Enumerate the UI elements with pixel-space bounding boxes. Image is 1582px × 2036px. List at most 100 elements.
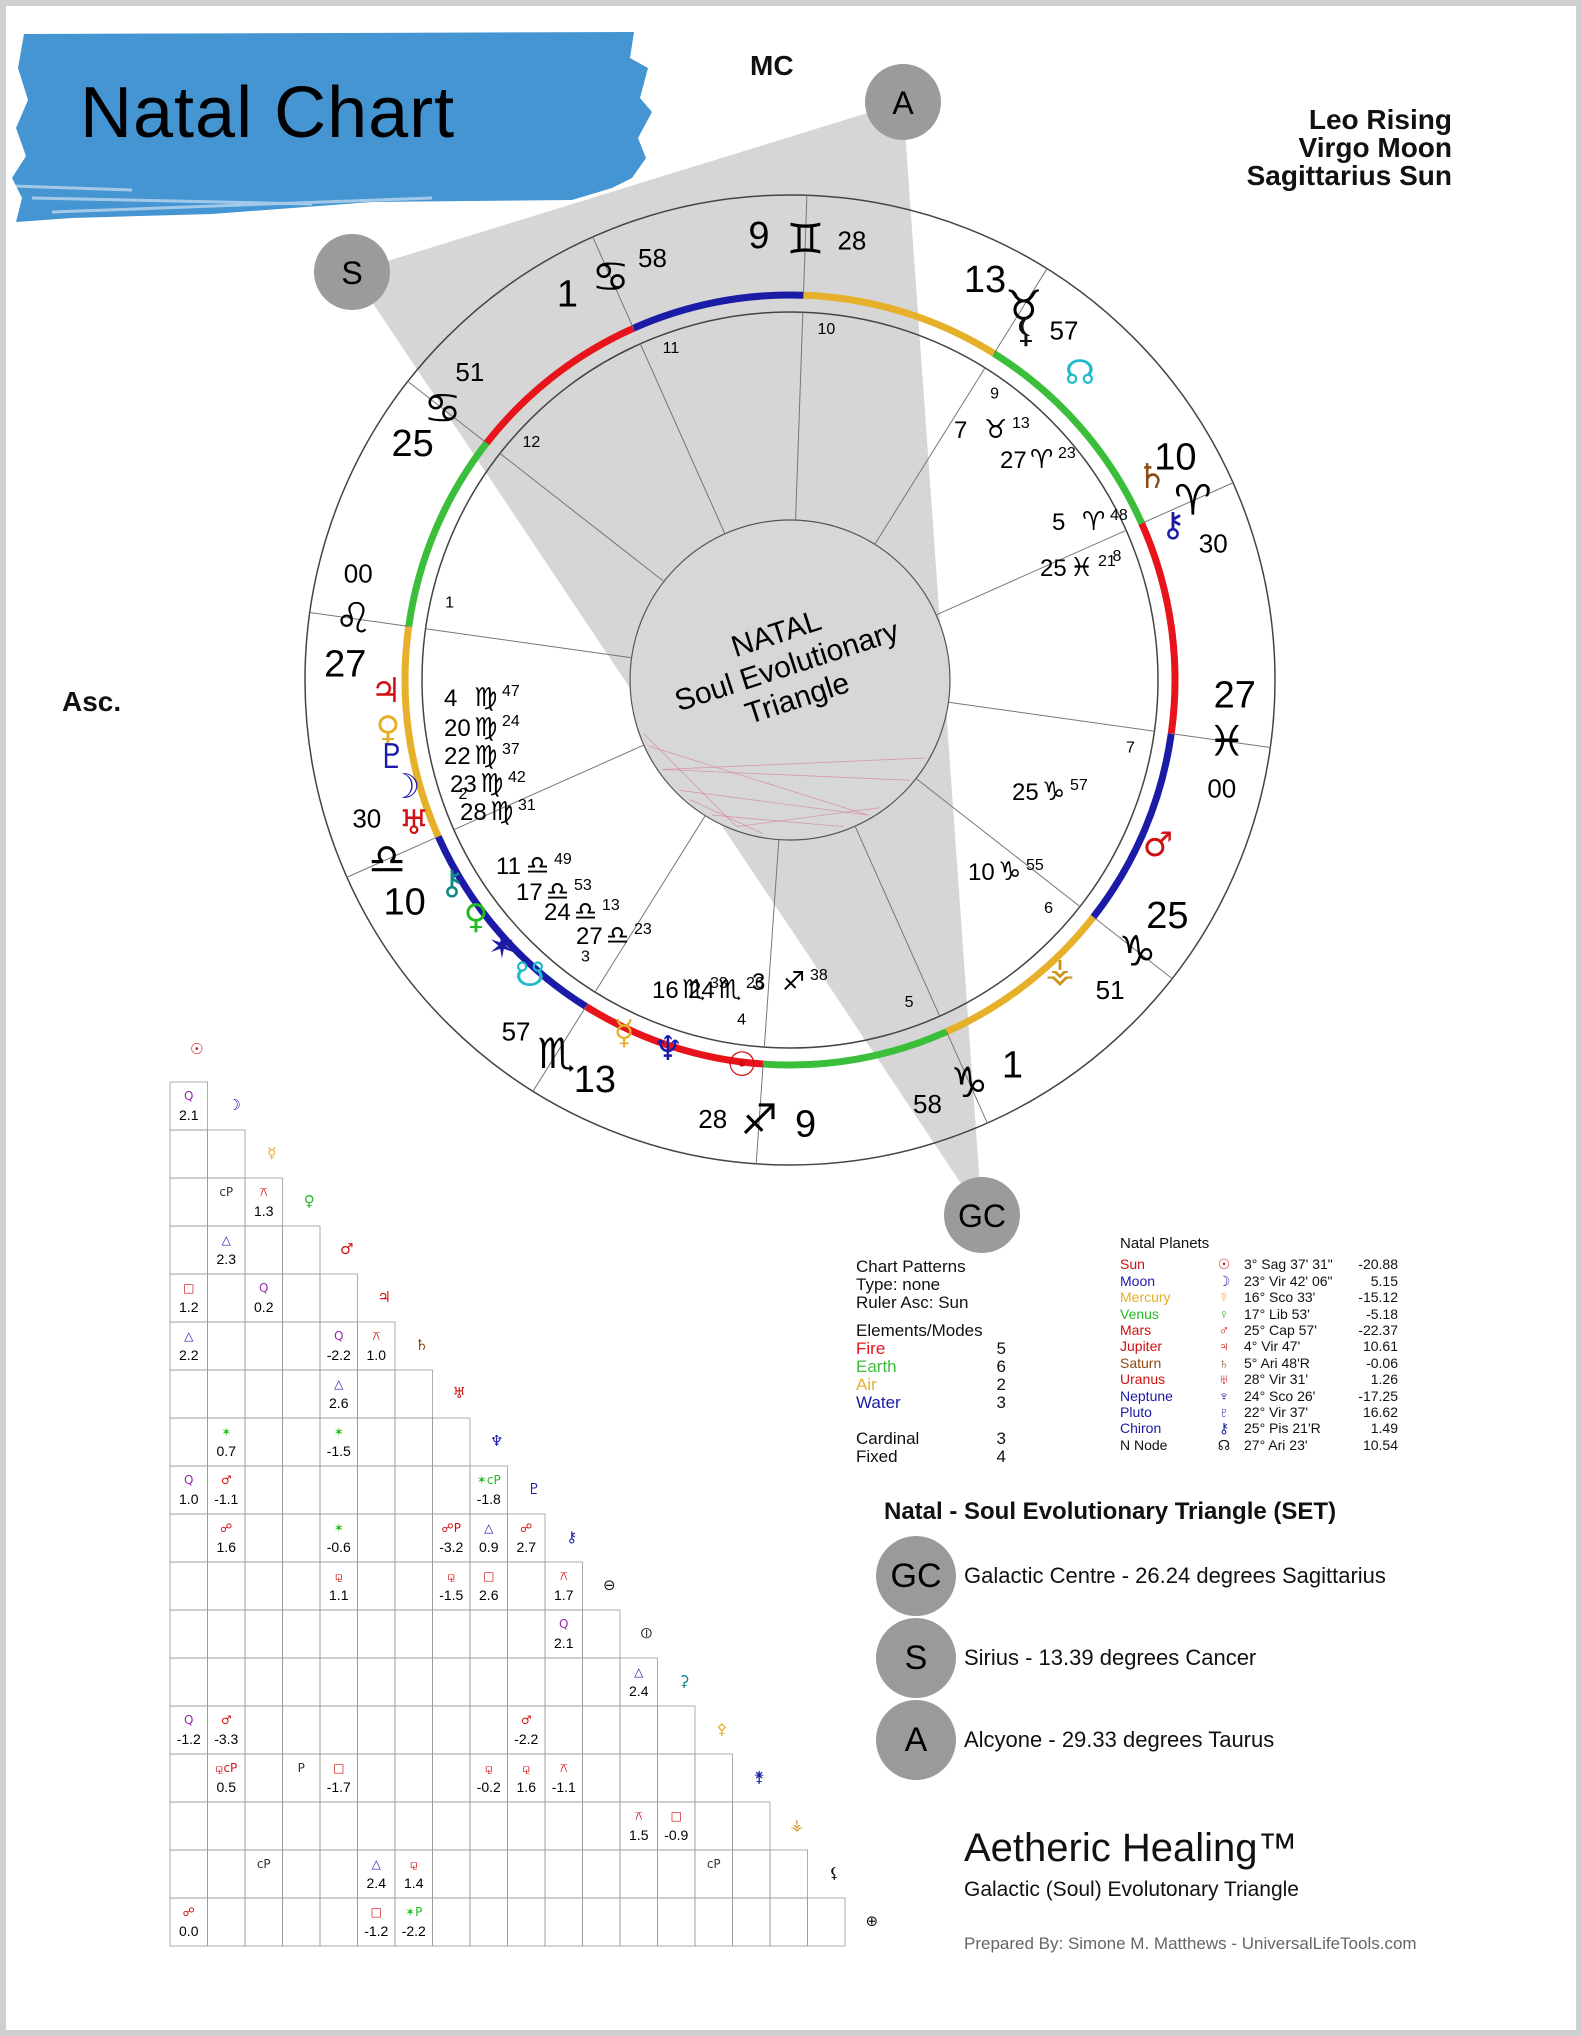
grid-aspect-symbol: ☍ <box>520 1521 532 1535</box>
sign-rim-arc <box>992 350 1145 525</box>
element-count: 2 <box>996 1375 1006 1394</box>
house-cusp-line <box>915 778 1081 907</box>
house-cusp-line <box>874 367 986 545</box>
grid-axis-glyph: ♆ <box>490 1432 503 1450</box>
grid-aspect-orb: 1.6 <box>517 1779 537 1795</box>
grid-cell <box>207 1561 246 1611</box>
grid-aspect-symbol: Q <box>184 1473 193 1487</box>
grid-cell <box>694 1753 733 1803</box>
cusp-sign-glyph: ♎ <box>368 834 406 883</box>
planets-heading: Natal Planets <box>1120 1235 1210 1252</box>
sign-rim-arc <box>803 291 996 357</box>
planet-degree: 3 <box>752 969 765 996</box>
grid-axis-glyph: ♀ <box>304 1192 315 1210</box>
cusp-tick <box>346 836 439 878</box>
planet-minutes: 13 <box>1012 415 1030 432</box>
page-title: Natal Chart <box>80 73 456 153</box>
set-marker-label: GC <box>958 1198 1006 1234</box>
planet-icon: ☉ <box>1217 1256 1231 1273</box>
planet-name: Venus <box>1120 1305 1159 1322</box>
planet-degree: 22 <box>444 743 471 770</box>
grid-aspect-symbol: ⚼cP <box>215 1761 237 1775</box>
planet-glyph: ♇ <box>377 737 407 777</box>
planet-name: Chiron <box>1120 1420 1162 1437</box>
grid-axis-glyph: ⚴ <box>716 1720 727 1738</box>
cusp-sign-glyph: ♑ <box>951 1058 989 1107</box>
grid-cell <box>282 1657 321 1707</box>
set-marker <box>944 1177 1020 1253</box>
house-cusp-line <box>763 839 780 1048</box>
planet-glyph: ⚷ <box>1161 505 1186 545</box>
grid-cell <box>244 1657 283 1707</box>
grid-aspect-symbol: □ <box>183 1281 194 1295</box>
cusp-sign-glyph: ♐ <box>740 1095 778 1144</box>
grid-aspect-orb: -1.1 <box>552 1779 576 1795</box>
planet-icon: ♄ <box>1218 1354 1230 1371</box>
grid-aspect-orb: -1.1 <box>214 1491 238 1507</box>
grid-aspect-orb: -1.5 <box>327 1443 351 1459</box>
cusp-sign-glyph: ♏ <box>537 1029 575 1078</box>
grid-cell <box>394 1561 433 1611</box>
planet-name: Jupiter <box>1120 1338 1163 1355</box>
grid-aspect-symbol: △ <box>184 1329 194 1343</box>
grid-aspect-orb: 1.2 <box>179 1299 199 1315</box>
grid-aspect-symbol: △ <box>222 1233 232 1247</box>
planet-icon: ♅ <box>1218 1371 1230 1388</box>
grid-aspect-symbol: ⚻ <box>372 1329 380 1343</box>
grid-aspect-symbol: △ <box>634 1665 644 1679</box>
grid-cell <box>357 1801 396 1851</box>
planet-sign: ♍ <box>474 713 497 743</box>
grid-cell <box>319 1609 358 1659</box>
grid-cell <box>319 1801 358 1851</box>
planet-position: 16° Sco 33' <box>1244 1289 1316 1306</box>
cardinal-count: 3 <box>996 1429 1006 1448</box>
planet-value: 1.26 <box>1370 1371 1398 1388</box>
cusp-degree: 27 <box>324 643 366 685</box>
grid-axis-glyph: ☿ <box>267 1144 276 1162</box>
grid-cell <box>169 1657 208 1707</box>
grid-cell <box>282 1561 321 1611</box>
grid-axis-glyph: ⊖ <box>603 1576 616 1594</box>
set-title: Natal - Soul Evolutionary Triangle (SET) <box>884 1498 1337 1525</box>
planet-degree: 7 <box>954 417 967 444</box>
planet-value: -15.12 <box>1358 1289 1398 1306</box>
element-count: 3 <box>996 1393 1006 1412</box>
planet-row: Neptune♆24° Sco 26'-17.25 <box>1120 1388 1398 1404</box>
cusp-minutes: 30 <box>352 804 381 834</box>
cusp-minutes: 57 <box>1050 315 1079 345</box>
grid-aspect-symbol: ✶cP <box>477 1473 501 1487</box>
set-marker <box>314 234 390 310</box>
grid-cell <box>582 1897 621 1947</box>
planet-sign: ♈ <box>1082 507 1105 537</box>
sign-rim-arc <box>584 1003 764 1068</box>
planet-glyph: ♆ <box>653 1029 683 1069</box>
grid-axis-glyph: ☉ <box>190 1040 203 1058</box>
grid-axis-glyph: ⚶ <box>790 1816 803 1834</box>
grid-cell <box>169 1225 208 1275</box>
planet-glyph: ⚷ <box>440 863 465 903</box>
grid-aspect-orb: 0.0 <box>179 1923 199 1939</box>
planet-glyph: ♄ <box>1137 457 1167 497</box>
element-count: 5 <box>996 1339 1006 1358</box>
planet-minutes: 42 <box>508 769 526 786</box>
cusp-minutes: 51 <box>1096 975 1125 1005</box>
planet-glyph: ⚸ <box>1014 311 1039 351</box>
cusp-degree: 9 <box>748 215 769 257</box>
planet-glyph: ♂ <box>1143 825 1173 865</box>
grid-aspect-orb: -3.2 <box>439 1539 463 1555</box>
grid-aspect-symbol: cP <box>219 1185 233 1199</box>
grid-cell <box>207 1801 246 1851</box>
gc-badge: GC <box>876 1536 956 1616</box>
planet-minutes: 13 <box>602 897 620 914</box>
planet-sign: ♓ <box>1070 553 1093 583</box>
grid-axis-glyph: ⚸ <box>829 1864 840 1882</box>
grid-cell <box>394 1801 433 1851</box>
grid-axis-glyph: ⦶ <box>641 1624 652 1642</box>
planet-row: Sun☉3° Sag 37' 31"-20.88 <box>1120 1256 1398 1272</box>
grid-cell <box>582 1849 621 1899</box>
planet-row: Moon☽23° Vir 42' 06"5.15 <box>1120 1273 1398 1289</box>
cusp-tick <box>1141 482 1234 524</box>
